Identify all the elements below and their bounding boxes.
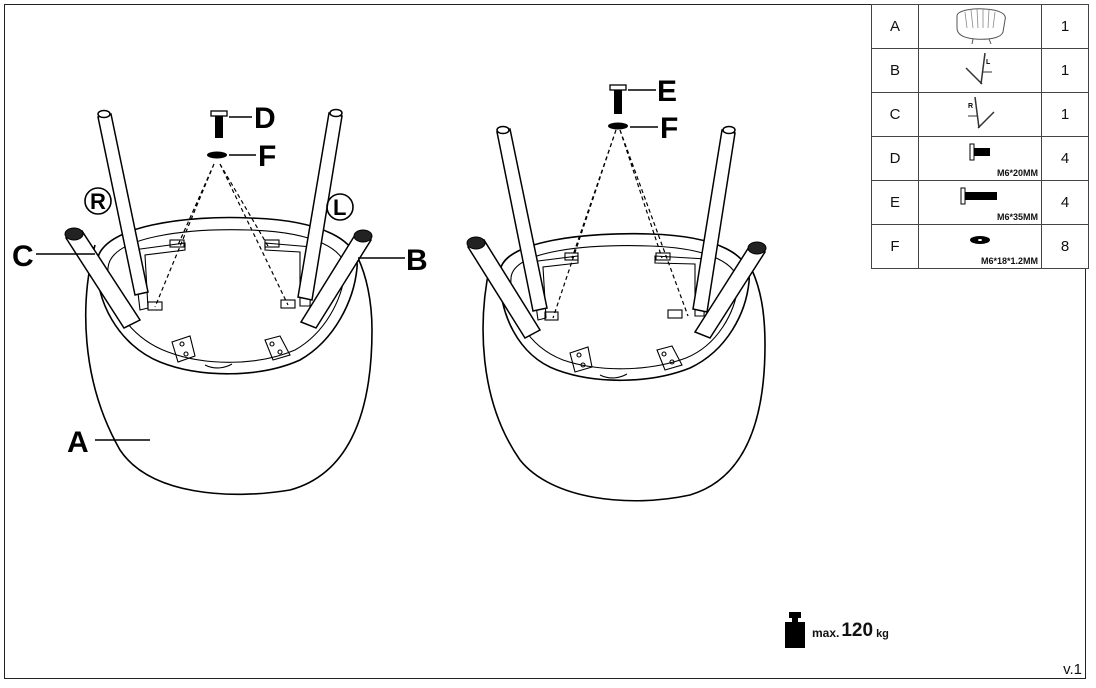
leg-left-icon: L <box>918 48 1042 93</box>
right-mark: R <box>90 189 106 214</box>
leg-back-right-2 <box>496 125 548 312</box>
svg-text:L: L <box>986 59 991 66</box>
weight-icon <box>785 612 805 648</box>
version-label: v.1 <box>1063 661 1082 678</box>
part-id: F <box>871 224 919 269</box>
label-f: F <box>258 140 276 173</box>
part-qty: 1 <box>1041 48 1089 93</box>
leg-front-c-2 <box>466 236 542 339</box>
page-frame <box>4 4 1086 679</box>
label-a: A <box>67 426 89 459</box>
part-qty: 1 <box>1041 92 1089 137</box>
washer-f <box>207 151 227 159</box>
part-spec: M6*18*1.2MM <box>980 256 1038 266</box>
bolt-short-icon: M6*20MM <box>918 136 1042 181</box>
part-qty: 4 <box>1041 136 1089 181</box>
left-mark-circle <box>326 193 354 221</box>
back-plates-2 <box>569 345 683 379</box>
part-spec: M6*35MM <box>996 212 1038 222</box>
bolt-d <box>210 110 228 138</box>
seat-shell-outline <box>85 244 373 496</box>
max-load-prefix: max. <box>812 626 840 640</box>
mounting-bracket-left-2 <box>529 252 579 321</box>
max-load-unit: kg <box>876 628 889 640</box>
seat-frame-ring-2 <box>499 232 750 382</box>
leg-back-right <box>97 109 149 296</box>
chair-seat-icon <box>918 4 1042 49</box>
label-f-2: F <box>660 112 678 145</box>
mounting-bracket-left <box>132 239 186 311</box>
max-load: max. 120 kg <box>784 612 889 648</box>
back-plates <box>171 335 291 369</box>
parts-row-f: F M6*18*1.2MM 8 <box>871 224 1089 269</box>
assembly-step-2: E F <box>466 75 767 502</box>
left-mark: L <box>333 195 346 220</box>
part-qty: 4 <box>1041 180 1089 225</box>
label-c: C <box>12 240 34 273</box>
parts-row-a: A 1 <box>871 4 1089 49</box>
parts-row-e: E M6*35MM 4 <box>871 180 1089 225</box>
seat-frame-ring <box>96 216 358 375</box>
parts-row-c: C R 1 <box>871 92 1089 137</box>
assembly-step-1: D F C B A R L <box>12 102 428 496</box>
label-d: D <box>254 102 276 135</box>
leg-front-b <box>299 229 373 329</box>
parts-row-d: D M6*20MM 4 <box>871 136 1089 181</box>
label-b: B <box>406 244 428 277</box>
label-e: E <box>657 75 677 108</box>
right-mark-circle <box>84 187 112 215</box>
leg-right-icon: R <box>918 92 1042 137</box>
part-id: B <box>871 48 919 93</box>
seat-shell-outline-2 <box>482 264 766 502</box>
washer-icon: M6*18*1.2MM <box>918 224 1042 269</box>
part-id: E <box>871 180 919 225</box>
bolt-long-icon: M6*35MM <box>918 180 1042 225</box>
part-qty: 8 <box>1041 224 1089 269</box>
washer-f-2 <box>608 122 628 130</box>
leg-front-b-2 <box>693 241 767 339</box>
part-spec: M6*20MM <box>996 168 1038 178</box>
part-id: D <box>871 136 919 181</box>
parts-table: A 1 B L 1 C R <box>871 4 1089 269</box>
part-id: C <box>871 92 919 137</box>
bolt-e <box>609 84 627 114</box>
part-id: A <box>871 4 919 49</box>
part-qty: 1 <box>1041 4 1089 49</box>
assembly-drawing: D F C B A R L <box>12 75 767 502</box>
svg-text:R: R <box>968 103 973 110</box>
parts-row-b: B L 1 <box>871 48 1089 93</box>
leg-back-left <box>297 108 343 301</box>
max-load-value: 120 <box>841 620 874 641</box>
leg-front-c <box>64 227 142 329</box>
